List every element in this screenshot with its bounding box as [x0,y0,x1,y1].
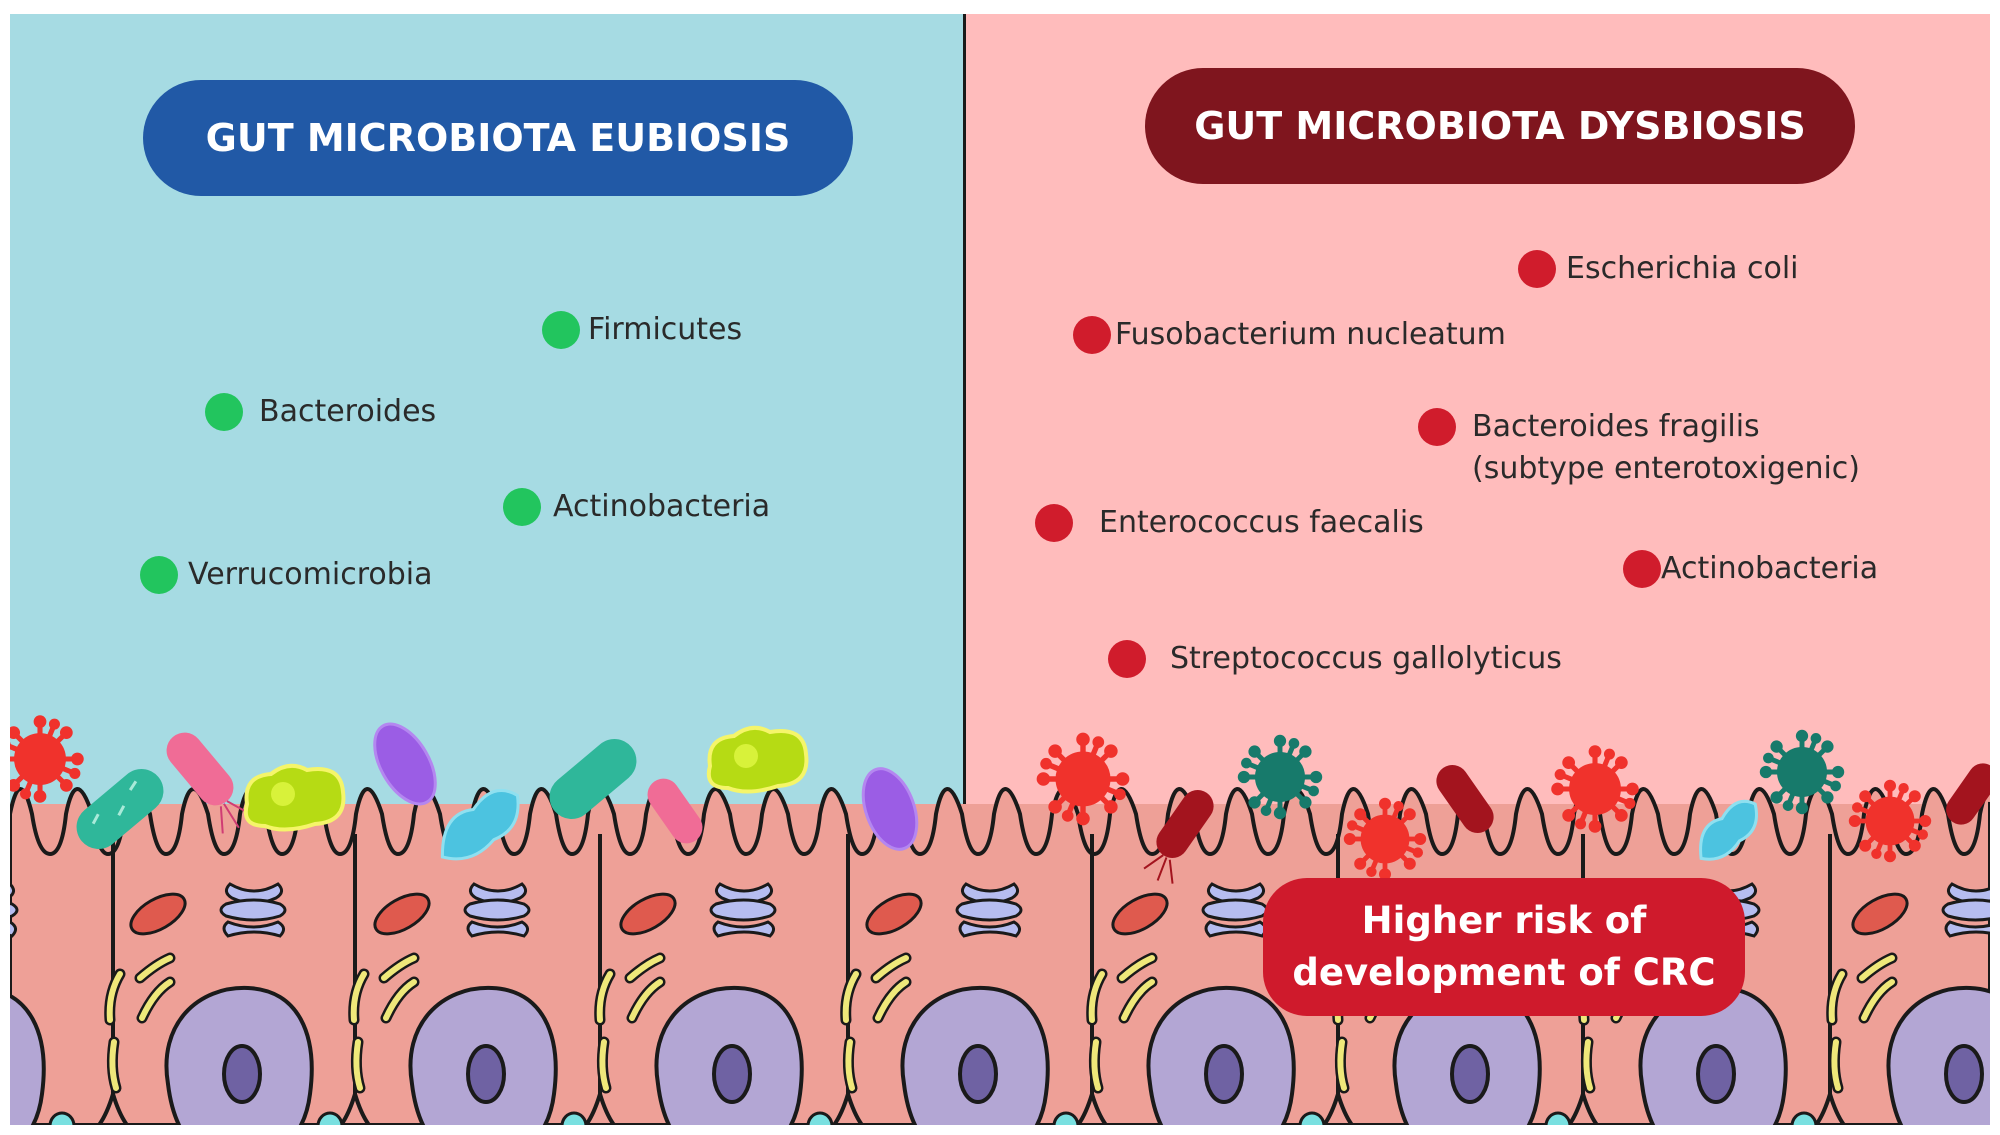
dysbiosis-title-text: GUT MICROBIOTA DYSBIOSIS [1194,104,1806,148]
eubiosis-item-actinobacteria: Actinobacteria [503,486,770,528]
red-dot-icon [1108,640,1146,678]
red-virus-icon [1344,798,1426,880]
cell-walls [97,834,1846,1125]
bacteria-label: Enterococcus faecalis [1099,505,1424,540]
dysbiosis-item-fusobacterium-nucleatum: Fusobacterium nucleatum [1073,314,1506,356]
dark-red-bacterium-icon [1436,764,1494,834]
pink-flagellated-bacterium-icon [647,778,703,844]
purple-bacterium-icon [861,767,919,851]
bacteria-label: Firmicutes [588,312,743,347]
dysbiosis-item-bacteroides-fragilis: Bacteroides fragilis (subtype enterotoxi… [1418,406,1860,490]
bacteria-label: Bacteroides [259,394,437,429]
bacteria-sublabel: (subtype enterotoxigenic) [1472,451,1860,486]
red-dot-icon [1518,250,1556,288]
eubiosis-title: GUT MICROBIOTA EUBIOSIS [143,80,853,196]
bacteria-label: Streptococcus gallolyticus [1170,641,1562,676]
blue-curved-bacterium-icon [1699,799,1758,861]
red-virus-icon [1037,733,1129,825]
red-virus-icon [1552,746,1639,833]
dark-red-bacterium-icon [1946,763,1990,825]
dysbiosis-item-actinobacteria: Actinobacteria [1623,548,1878,590]
bacteria-label-group: Bacteroides fragilis (subtype enterotoxi… [1472,406,1860,490]
purple-bacterium-icon [373,722,437,806]
risk-line-1: Higher risk of [1361,899,1647,942]
dysbiosis-item-enterococcus-faecalis: Enterococcus faecalis [1035,502,1424,544]
yellow-green-blob-bacterium-icon [706,725,809,794]
bacteria-label: Actinobacteria [1661,551,1879,586]
green-dot-icon [140,556,178,594]
bacteria-label: Fusobacterium nucleatum [1115,317,1506,352]
red-dot-icon [1623,550,1661,588]
diagram-canvas: GUT MICROBIOTA EUBIOSIS GUT MICROBIOTA D… [10,14,1990,1125]
risk-line-2: development of CRC [1292,951,1716,994]
eubiosis-item-verrucomicrobia: Verrucomicrobia [140,554,433,596]
green-dot-icon [205,393,243,431]
red-virus-icon [1849,780,1931,862]
bacteria-label: Escherichia coli [1566,251,1799,286]
red-dot-icon [1418,408,1456,446]
red-dot-icon [1073,316,1111,354]
teal-virus-icon [1238,735,1322,819]
eubiosis-item-firmicutes: Firmicutes [542,309,742,351]
bacteria-label: Verrucomicrobia [188,557,433,592]
yellow-green-blob-bacterium-icon [243,763,346,832]
bacteria-label: Bacteroides fragilis [1472,409,1760,444]
panel-divider [963,14,966,834]
dysbiosis-item-escherichia-coli: Escherichia coli [1518,248,1799,290]
dysbiosis-item-streptococcus-gallolyticus: Streptococcus gallolyticus [1108,638,1562,680]
teal-virus-icon [1760,730,1844,814]
dysbiosis-title: GUT MICROBIOTA DYSBIOSIS [1145,68,1855,184]
bacteria-label: Actinobacteria [553,489,771,524]
crc-risk-callout: Higher risk of development of CRC [1263,878,1745,1016]
green-rod-bacterium-icon [549,739,637,819]
blue-curved-bacterium-icon [440,788,520,861]
eubiosis-title-text: GUT MICROBIOTA EUBIOSIS [205,116,791,160]
red-dot-icon [1035,504,1073,542]
dark-red-bacterium-icon [1143,789,1214,884]
green-rod-bacterium-icon [76,769,164,849]
green-dot-icon [503,488,541,526]
eubiosis-item-bacteroides: Bacteroides [205,391,436,433]
green-dot-icon [542,311,580,349]
